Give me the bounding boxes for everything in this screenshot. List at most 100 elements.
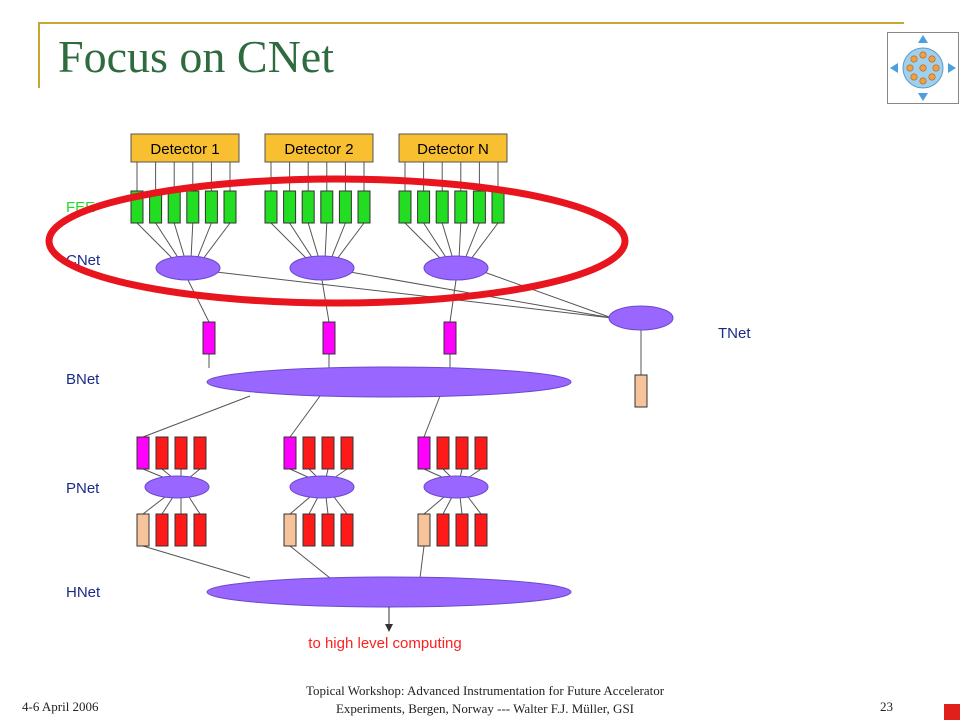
title-frame-left (38, 22, 40, 88)
pnet-module (321, 436, 335, 470)
fee-cnet-link (324, 222, 328, 260)
fee-cnet-link (196, 222, 212, 260)
pnet-hnet-link (142, 545, 251, 579)
pnet-module (193, 436, 207, 470)
pnet-module (155, 513, 169, 547)
fee-cnet-link (270, 222, 308, 260)
pnet-link (325, 496, 329, 515)
pnet-link (467, 496, 482, 515)
tnet-buffer (634, 374, 648, 408)
fee-module (283, 190, 297, 224)
cnet-link (187, 279, 210, 323)
footer-line: Experiments, Bergen, Norway --- Walter F… (335, 701, 635, 716)
pnet-module (417, 513, 431, 547)
layer-label-tnet: TNet (718, 325, 751, 342)
fee-module (417, 190, 431, 224)
pnet-module (283, 513, 297, 547)
pnet-link (467, 468, 482, 479)
detector-box: Detector N (398, 133, 508, 163)
cnet-links (202, 321, 457, 355)
layer-label-hnet: HNet (66, 584, 101, 601)
pnet-module (474, 436, 488, 470)
cnet-node (423, 255, 489, 281)
fee-module (491, 190, 505, 224)
layer-label-bnet: BNet (66, 371, 100, 388)
fee-module (435, 190, 449, 224)
fee-cnet-link (136, 222, 174, 260)
cnet-highlight (45, 175, 629, 307)
pnet-module (302, 436, 316, 470)
fee-cnet-link (458, 222, 462, 260)
detector-box: Detector 1 (130, 133, 240, 163)
fee-module (301, 190, 315, 224)
bnet-node (206, 366, 572, 398)
pnet-module (174, 436, 188, 470)
output-label: to high level computing (308, 635, 461, 652)
pnet-module (417, 436, 431, 470)
layer-label-pnet: PNet (66, 480, 100, 497)
pnet-node (144, 475, 210, 499)
pnet-link (308, 496, 319, 515)
pnet-link (423, 496, 445, 515)
pnet-module (455, 436, 469, 470)
fee-cnet-link (336, 222, 365, 260)
pnet-link (333, 468, 348, 479)
cnet-node (155, 255, 221, 281)
slide-title: Focus on CNet (58, 31, 334, 82)
title-frame-top (38, 22, 904, 24)
cnet-tnet-link (483, 271, 613, 319)
fee-cnet-link (423, 222, 448, 260)
bnet-pnet-link (423, 395, 441, 438)
bnet-pnet-link (289, 395, 321, 438)
link-module (443, 321, 457, 355)
link-module (202, 321, 216, 355)
fee-modules (130, 190, 505, 224)
pnet-module (283, 436, 297, 470)
pnet-link (289, 496, 311, 515)
fee-module (186, 190, 200, 224)
fee-cnet-link (464, 222, 480, 260)
fee-module (472, 190, 486, 224)
detector-label: Detector N (417, 141, 489, 158)
cnet-node (289, 255, 355, 281)
fee-cnet-link (173, 222, 186, 260)
pnet-node (289, 475, 355, 499)
output-arrow-head (385, 624, 393, 632)
pnet-module (174, 513, 188, 547)
cnet-tnet-link (215, 271, 613, 319)
pnet-module (436, 436, 450, 470)
logo-icon (887, 32, 959, 104)
detector-label: Detector 1 (150, 141, 219, 158)
pnet-module (302, 513, 316, 547)
footer-citation: Topical Workshop: Advanced Instrumentati… (250, 682, 720, 718)
pnet-hnet-link (419, 545, 425, 579)
pnet-link (142, 496, 166, 515)
pnet-module (455, 513, 469, 547)
pnet-module (193, 513, 207, 547)
fee-cnet-link (470, 222, 499, 260)
fee-module (223, 190, 237, 224)
fee-cnet-link (202, 222, 231, 260)
hnet-node (206, 576, 572, 608)
pnet-module (474, 513, 488, 547)
pnet-link (289, 468, 311, 479)
fee-cnet-link (441, 222, 454, 260)
pnet-link (161, 496, 174, 515)
cnet-nodes (155, 255, 489, 281)
corner-marker (944, 704, 960, 720)
pnet-module (321, 513, 335, 547)
fee-module (454, 190, 468, 224)
pnet-link (333, 496, 348, 515)
pnet-link (423, 468, 445, 479)
pnet-module (155, 436, 169, 470)
detector-box: Detector 2 (264, 133, 374, 163)
fee-module (338, 190, 352, 224)
pnet-module (340, 513, 354, 547)
bnet-pnet-link (142, 395, 251, 438)
fee-cnet-link (190, 222, 194, 260)
fee-cnet-link (330, 222, 346, 260)
pnet-clusters (136, 436, 489, 547)
pnet-module (136, 513, 150, 547)
pnet-link (459, 496, 463, 515)
